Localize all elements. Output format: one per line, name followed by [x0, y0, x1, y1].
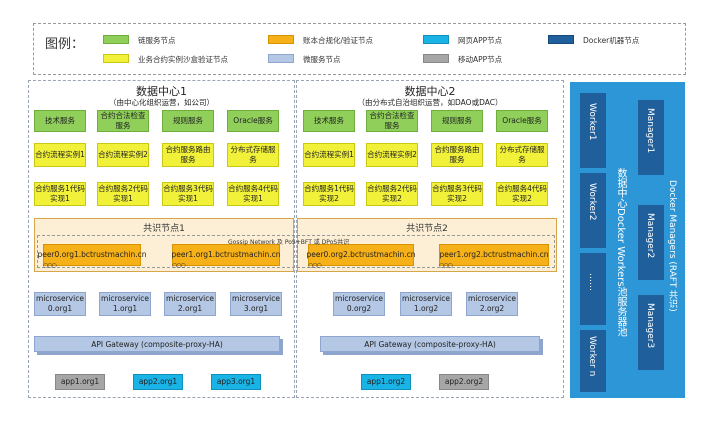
dc1-chain-service: Oracle服务	[227, 110, 279, 132]
datacenter-2-subtitle: （由分布式自治组织运营，如DAO或DAC）	[357, 98, 503, 107]
workers-pool-title: 数据中心Docker Workers池服务器池	[615, 168, 626, 337]
chain-link-icon: ○○○	[43, 262, 57, 269]
legend-label-sandbox: 业务合约实例沙盒验证节点	[138, 55, 228, 64]
dc2-contract-impl: 合约服务1代码实现2	[303, 182, 355, 206]
dc1-consensus-title: 共识节点1	[143, 224, 185, 234]
dc1-microservice: microservice 0.org1	[34, 292, 86, 316]
dc2-sandbox-node: 分布式存储服务	[496, 143, 548, 167]
worker-label: Worker n	[587, 336, 597, 377]
datacenter-1-subtitle: （由中心化组织运营，如公司）	[109, 98, 214, 107]
dc1-app: app3.org1	[211, 374, 261, 390]
dc1-chain-service: 合约合法检查服务	[97, 110, 149, 132]
legend-label-chain: 链服务节点	[138, 36, 176, 45]
dc1-chain-service: 技术服务	[34, 110, 86, 132]
dc1-sandbox-node: 合约服务路由服务	[162, 143, 214, 167]
worker-node: Worker n	[580, 330, 606, 392]
legend-label-micro: 微服务节点	[303, 55, 341, 64]
legend-swatch-docker	[548, 35, 574, 44]
legend-panel	[33, 23, 686, 75]
dc2-chain-service: Oracle服务	[496, 110, 548, 132]
dc2-app: app1.org2	[361, 374, 411, 390]
manager-label: Manager1	[645, 108, 655, 154]
dc1-microservice: microservice 2.org1	[164, 292, 216, 316]
dc1-peer: peer1.org1.bctrustmachin.cn	[171, 244, 281, 266]
dc2-sandbox-node: 合约流程实例1	[303, 143, 355, 167]
dc2-contract-impl: 合约服务3代码实现2	[431, 182, 483, 206]
legend-title: 图例：	[45, 37, 85, 52]
dc2-microservice: microservice 0.org2	[333, 292, 385, 316]
worker-label: Worker1	[587, 103, 597, 141]
dc1-gossip-boundary	[37, 235, 295, 268]
worker-node: Worker2	[580, 173, 606, 248]
chain-link-icon: ○○○	[172, 262, 186, 269]
legend-swatch-ledger	[268, 35, 294, 44]
dc1-app: app1.org1	[55, 374, 105, 390]
dc1-contract-impl: 合约服务3代码实现1	[162, 182, 214, 206]
legend-swatch-mobile	[423, 54, 449, 63]
dc2-chain-service: 规则服务	[431, 110, 483, 132]
dc2-contract-impl: 合约服务4代码实现2	[496, 182, 548, 206]
dc1-microservice: microservice 1.org1	[99, 292, 151, 316]
manager-node: Manager2	[638, 205, 664, 280]
manager-node: Manager3	[638, 295, 664, 370]
dc2-chain-service: 技术服务	[303, 110, 355, 132]
legend-swatch-webapp	[423, 35, 449, 44]
dc2-microservice: microservice 1.org2	[400, 292, 452, 316]
worker-node: ……	[580, 253, 606, 325]
legend-label-ledger: 账本合规化/验证节点	[303, 36, 374, 45]
worker-node: Worker1	[580, 93, 606, 168]
dc2-gossip-boundary	[297, 235, 555, 268]
dc1-peer: peer0.org1.bctrustmachin.cn	[37, 244, 147, 266]
datacenter-2-title: 数据中心2	[404, 85, 456, 98]
worker-label: Worker2	[587, 183, 597, 221]
dc1-contract-impl: 合约服务2代码实现1	[97, 182, 149, 206]
legend-label-docker: Docker机器节点	[583, 36, 640, 45]
dc2-consensus-title: 共识节点2	[406, 224, 448, 234]
dc1-contract-impl: 合约服务1代码实现1	[34, 182, 86, 206]
dc2-contract-impl: 合约服务2代码实现2	[366, 182, 418, 206]
legend-swatch-micro	[268, 54, 294, 63]
dc1-microservice: microservice 3.org1	[230, 292, 282, 316]
dc2-app: app2.org2	[439, 374, 489, 390]
dc2-sandbox-node: 合约服务路由服务	[431, 143, 483, 167]
manager-label: Manager2	[645, 213, 655, 259]
manager-label: Manager3	[645, 303, 655, 349]
dc2-api-gateway: API Gateway (composite-proxy-HA)	[320, 336, 540, 352]
legend-swatch-chain	[103, 35, 129, 44]
dc1-contract-impl: 合约服务4代码实现1	[227, 182, 279, 206]
legend-label-webapp: 网页APP节点	[458, 36, 503, 45]
worker-label: ……	[587, 273, 597, 291]
manager-node: Manager1	[638, 100, 664, 175]
chain-link-icon: ○○○	[308, 262, 322, 269]
dc2-microservice: microservice 2.org2	[466, 292, 518, 316]
chain-link-icon: ○○○	[439, 262, 453, 269]
dc1-api-gateway: API Gateway (composite-proxy-HA)	[34, 336, 280, 352]
managers-title: Docker Managers (RAFT 共识)	[667, 180, 677, 312]
dc1-chain-service: 规则服务	[162, 110, 214, 132]
dc2-sandbox-node: 合约流程实例2	[366, 143, 418, 167]
dc1-sandbox-node: 合约流程实例1	[34, 143, 86, 167]
dc1-app: app2.org1	[133, 374, 183, 390]
dc2-chain-service: 合约合法检查服务	[366, 110, 418, 132]
gossip-network-label: Gossip Network 及 PoS+BFT 或 DPoS共识	[228, 239, 350, 246]
datacenter-1-title: 数据中心1	[136, 85, 187, 98]
dc2-peer: peer1.org2.bctrustmachin.cn	[439, 244, 549, 266]
legend-swatch-sandbox	[103, 54, 129, 63]
legend-label-mobile: 移动APP节点	[458, 55, 503, 64]
dc1-sandbox-node: 合约流程实例2	[97, 143, 149, 167]
dc2-peer: peer0.org2.bctrustmachin.cn	[306, 244, 416, 266]
dc1-sandbox-node: 分布式存储服务	[227, 143, 279, 167]
